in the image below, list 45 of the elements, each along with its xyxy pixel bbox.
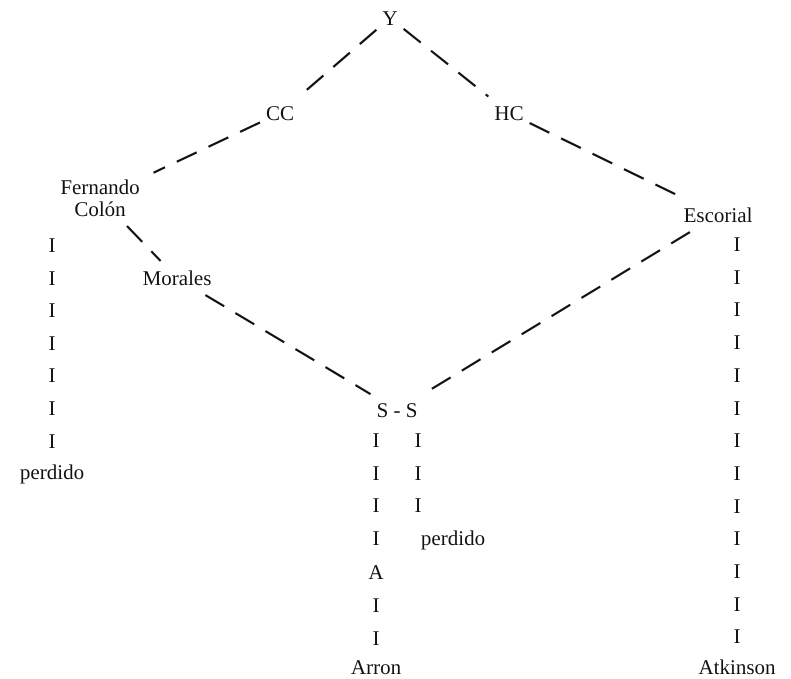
stemma-line-mark: I <box>734 232 740 256</box>
stemma-line-mark: I <box>734 592 740 615</box>
stemma-line-mark: I <box>734 429 740 452</box>
manuscript-label: perdido <box>20 460 84 484</box>
manuscript-label: Fernando Colón <box>52 176 148 220</box>
stemma-line-mark: I <box>48 430 56 452</box>
stemma-line-mark: I <box>734 266 740 288</box>
stemma-line-mark: I <box>734 527 740 550</box>
stemma-line-mark: I <box>734 625 740 648</box>
stemma-line-mark: I <box>48 266 56 289</box>
stemma-line-mark: I <box>414 428 422 452</box>
dashed-connector <box>126 225 162 262</box>
dashed-connector <box>204 294 372 396</box>
stemma-line-mark: I <box>734 560 740 582</box>
stemma-line-mark: I <box>734 494 740 517</box>
manuscript-label: S - S <box>376 398 418 422</box>
manuscript-label: Escorial <box>684 204 752 226</box>
stemma-line-mark: I <box>48 234 56 256</box>
stemma-line-mark: I <box>734 298 740 320</box>
manuscript-label: Y <box>382 6 398 30</box>
stemma-line-mark: I <box>372 494 380 516</box>
stemma-line-mark: I <box>372 626 380 649</box>
stemma-line-mark: I <box>414 462 422 484</box>
manuscript-label: Morales <box>142 266 212 290</box>
stemma-line-mark: I <box>372 527 380 550</box>
stemma-line-mark: I <box>734 462 740 484</box>
dashed-connector <box>153 121 260 174</box>
stemma-line-mark: I <box>734 396 740 419</box>
stemma-line-mark: I <box>372 428 380 452</box>
manuscript-label: HC <box>494 102 524 124</box>
stemma-line-mark: I <box>414 494 422 516</box>
manuscript-label: perdido <box>420 526 486 550</box>
stemma-line-mark: I <box>372 462 380 484</box>
stemma-line-mark: I <box>734 331 740 354</box>
stemma-line-mark: I <box>372 594 380 616</box>
manuscript-label: A <box>368 560 384 584</box>
stemma-line-mark: I <box>48 364 56 386</box>
stemma-line-mark: I <box>48 396 56 420</box>
stemma-line-mark: I <box>48 332 56 354</box>
manuscript-label: CC <box>266 102 294 124</box>
stemma-line-mark: I <box>734 364 740 386</box>
manuscript-label: Atkinson <box>698 656 776 678</box>
manuscript-label: Arron <box>350 656 402 678</box>
stemma-line-mark: I <box>48 299 56 322</box>
dashed-connector <box>402 28 490 98</box>
